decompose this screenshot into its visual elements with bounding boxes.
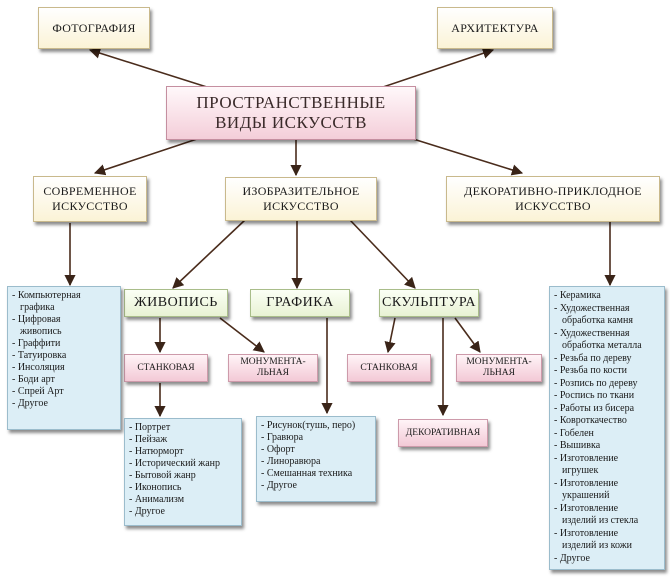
- list-item: - Другое: [554, 552, 590, 564]
- fine-art-line1: ИЗОБРАЗИТЕЛЬНОЕ: [242, 184, 360, 198]
- painting-label: ЖИВОПИСЬ: [134, 295, 218, 310]
- sculpture-node: СКУЛЬПТУРА: [379, 289, 479, 317]
- list-item: изделий из кожи: [562, 540, 633, 551]
- list-item: - Исторический жанр: [129, 458, 220, 469]
- arrow-sculpture-monumental: [454, 317, 481, 353]
- arrow-painting-monumental: [219, 317, 265, 353]
- graphics-node: ГРАФИКА: [250, 289, 350, 317]
- list-item: - Резьба по дереву: [554, 352, 632, 364]
- arrow-to-decorative: [409, 137, 524, 176]
- graphics-techniques-list: - Рисунок(тушь, перо) - Гравюра - Офорт …: [256, 416, 376, 502]
- list-item: обработка камня: [562, 315, 633, 326]
- list-item: - Изготовление: [554, 452, 619, 464]
- list-item: - Ковроткачество: [554, 415, 627, 426]
- arrow-sculpture-easel: [384, 317, 396, 354]
- list-item: - Роспись по ткани: [554, 390, 635, 401]
- list-item: - Работы из бисера: [554, 402, 635, 414]
- sculpture-decorative-label: ДЕКОРАТИВНАЯ: [405, 427, 481, 438]
- list-item: - Цифровая: [12, 314, 61, 325]
- list-item: - Натюрморт: [129, 446, 184, 457]
- fine-art-node: ИЗОБРАЗИТЕЛЬНОЕ ИСКУССТВО: [225, 177, 377, 221]
- decorative-art-node: ДЕКОРАТИВНО-ПРИКЛОДНОЕ ИСКУССТВО: [446, 176, 660, 222]
- decorative-art-list: - Керамика - Художественная обработка ка…: [549, 286, 665, 570]
- sculpture-monumental-line1: МОНУМЕНТА-: [466, 357, 532, 367]
- photography-label: ФОТОГРАФИЯ: [52, 20, 136, 35]
- modern-art-line1: СОВРЕМЕННОЕ: [43, 184, 137, 198]
- painting-easel-label: СТАНКОВАЯ: [137, 362, 195, 373]
- arrow-to-photography: [88, 47, 211, 89]
- architecture-node: АРХИТЕКТУРА: [437, 7, 553, 49]
- list-item: - Гобелен: [554, 427, 594, 439]
- list-item: - Художественная: [554, 302, 630, 314]
- modern-art-line2: ИСКУССТВО: [52, 199, 128, 213]
- painting-easel-node: СТАНКОВАЯ: [124, 354, 208, 382]
- list-item: - Иконопись: [129, 482, 182, 493]
- list-item: - Изготовление: [554, 477, 619, 489]
- list-item: - Инсоляция: [12, 362, 65, 373]
- central-title-line2: ВИДЫ ИСКУССТВ: [215, 113, 367, 132]
- list-item: - Гравюра: [261, 432, 304, 443]
- list-item: - Анимализм: [129, 494, 185, 505]
- photography-node: ФОТОГРАФИЯ: [38, 7, 150, 49]
- graphics-label: ГРАФИКА: [266, 295, 334, 310]
- painting-genres-list: - Портрет - Пейзаж - Натюрморт - Историч…: [124, 418, 242, 526]
- sculpture-monumental-node: МОНУМЕНТА- ЛЬНАЯ: [456, 354, 542, 382]
- list-item: украшений: [562, 490, 610, 501]
- list-item: обработка металла: [562, 340, 642, 351]
- fine-art-line2: ИСКУССТВО: [263, 199, 339, 213]
- list-item: - Боди арт: [12, 374, 55, 385]
- arrow-to-architecture: [379, 47, 495, 89]
- decorative-art-line2: ИСКУССТВО: [515, 199, 591, 213]
- modern-art-list: - Компьютерная графика - Цифровая живопи…: [7, 286, 121, 430]
- list-item: - Пейзаж: [129, 434, 168, 445]
- list-item: - Розпись по дереву: [554, 377, 638, 389]
- arrow-to-modern: [93, 137, 201, 176]
- list-item: - Художественная: [554, 327, 630, 339]
- list-item: - Резьба по кости: [554, 365, 627, 376]
- sculpture-monumental-line2: ЛЬНАЯ: [483, 368, 515, 378]
- list-item: - Другое: [129, 506, 165, 517]
- painting-monumental-line1: МОНУМЕНТА-: [240, 357, 306, 367]
- list-item: - Граффити: [12, 338, 61, 349]
- list-item: - Линоравюра: [261, 456, 321, 467]
- list-item: - Другое: [12, 398, 48, 409]
- sculpture-label: СКУЛЬПТУРА: [382, 295, 476, 310]
- list-item: - Татуировка: [12, 350, 67, 361]
- list-item: - Портрет: [129, 422, 171, 433]
- list-item: графика: [20, 302, 55, 313]
- list-item: - Другое: [261, 480, 297, 491]
- list-item: - Рисунок(тушь, перо): [261, 420, 356, 431]
- painting-monumental-line2: ЛЬНАЯ: [257, 368, 289, 378]
- list-item: - Офорт: [261, 444, 295, 455]
- list-item: - Компьютерная: [12, 290, 81, 301]
- list-item: - Керамика: [554, 290, 601, 301]
- architecture-label: АРХИТЕКТУРА: [451, 20, 539, 35]
- sculpture-easel-label: СТАНКОВАЯ: [360, 362, 418, 373]
- sculpture-decorative-node: ДЕКОРАТИВНАЯ: [398, 419, 488, 447]
- list-item: - Спрей Арт: [12, 386, 64, 397]
- central-node: ПРОСТРАНСТВЕННЫЕ ВИДЫ ИСКУССТВ: [166, 86, 416, 140]
- list-item: - Смешанная техника: [261, 468, 353, 479]
- sculpture-easel-node: СТАНКОВАЯ: [347, 354, 431, 382]
- decorative-art-line1: ДЕКОРАТИВНО-ПРИКЛОДНОЕ: [464, 184, 642, 198]
- list-item: изделий из стекла: [562, 515, 639, 526]
- list-item: игрушек: [562, 465, 599, 476]
- painting-monumental-node: МОНУМЕНТА- ЛЬНАЯ: [228, 354, 318, 382]
- modern-art-node: СОВРЕМЕННОЕ ИСКУССТВО: [33, 176, 147, 222]
- painting-node: ЖИВОПИСЬ: [124, 289, 228, 317]
- list-item: - Изготовление: [554, 502, 619, 514]
- list-item: - Изготовление: [554, 527, 619, 539]
- arrow-to-painting: [172, 219, 246, 289]
- list-item: - Бытовой жанр: [129, 470, 196, 481]
- central-title-line1: ПРОСТРАНСТВЕННЫЕ: [196, 93, 386, 112]
- list-item: - Вышивка: [554, 440, 601, 451]
- list-item: живопись: [20, 326, 62, 337]
- arrow-to-sculpture: [349, 219, 416, 289]
